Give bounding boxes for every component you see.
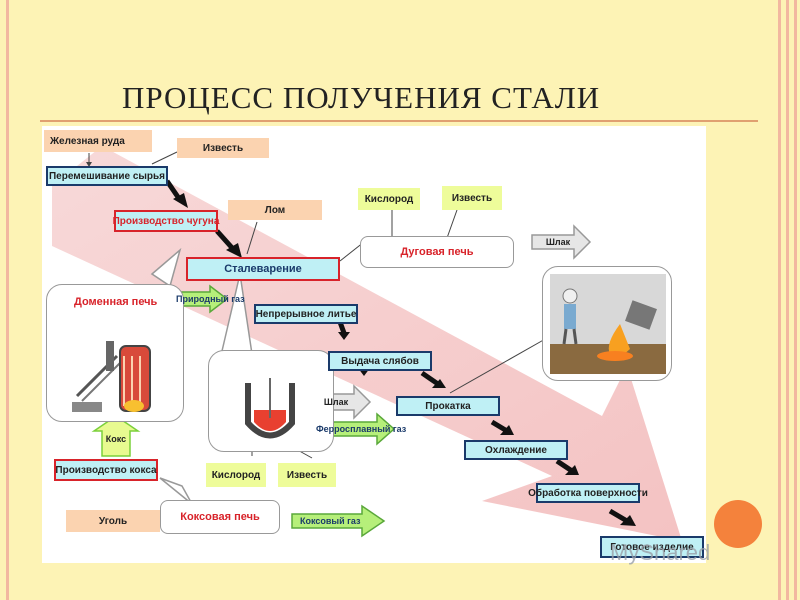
lime-right-box: Известь (442, 186, 502, 210)
coke-oven-box: Коксовая печь (160, 500, 280, 534)
slag-mid-label: Шлак (323, 397, 349, 407)
surface-treatment-box: Обработка поверхности (528, 483, 648, 503)
decor-stripe-right-2 (786, 0, 789, 600)
pig-iron-box: Производство чугуна (113, 210, 219, 232)
slag-top-arrow (531, 224, 592, 260)
coke-production-box: Производство кокса (54, 459, 158, 481)
ferroalloy-gas-label: Ферросплавный газ (316, 424, 407, 434)
rolling-box: Прокатка (396, 396, 500, 416)
slag-top-label: Шлак (545, 237, 571, 247)
diagram-panel: Доменная печь Железная руда Известь Пере… (42, 126, 706, 563)
lime-bottom-box: Известь (278, 463, 336, 487)
steelmaking-box: Сталеварение (186, 257, 340, 281)
coke-gas-arrow (291, 504, 386, 538)
rolling-mill-icon (550, 274, 666, 374)
iron-ore-box: Железная руда (44, 130, 152, 152)
blast-furnace-label: Доменная печь (74, 296, 158, 308)
oxygen-top-box: Кислород (358, 188, 420, 210)
continuous-casting-box: Непрерывное литье (254, 304, 358, 324)
natural-gas-label: Природный газ (176, 294, 245, 304)
decor-stripe-right-1 (778, 0, 781, 600)
watermark: MyShared (610, 540, 711, 565)
scrap-box: Лом (228, 200, 322, 220)
coke-label: Кокс (105, 434, 127, 444)
oxygen-bottom-box: Кислород (206, 463, 266, 487)
decor-stripe-left (6, 0, 9, 600)
arc-furnace-box: Дуговая печь (360, 236, 514, 268)
decor-orange-circle (714, 500, 762, 548)
coke-up-arrow (91, 415, 141, 457)
converter-icon (245, 378, 295, 439)
coke-gas-label: Коксовый газ (300, 516, 361, 526)
blast-furnace-icon (72, 341, 151, 412)
cooling-box: Охлаждение (464, 440, 568, 460)
lime-top-box: Известь (177, 138, 269, 158)
finished-product-box: Готовое изделие (600, 536, 704, 558)
decor-stripe-right-3 (794, 0, 797, 600)
coal-box: Уголь (66, 510, 160, 532)
title-underline (40, 120, 758, 122)
slide-title: Процесс получения стали (122, 80, 601, 115)
mixing-box: Перемешивание сырья (46, 166, 168, 186)
blast-furnace-bubble (46, 284, 184, 422)
slab-output-box: Выдача слябов (328, 351, 432, 371)
